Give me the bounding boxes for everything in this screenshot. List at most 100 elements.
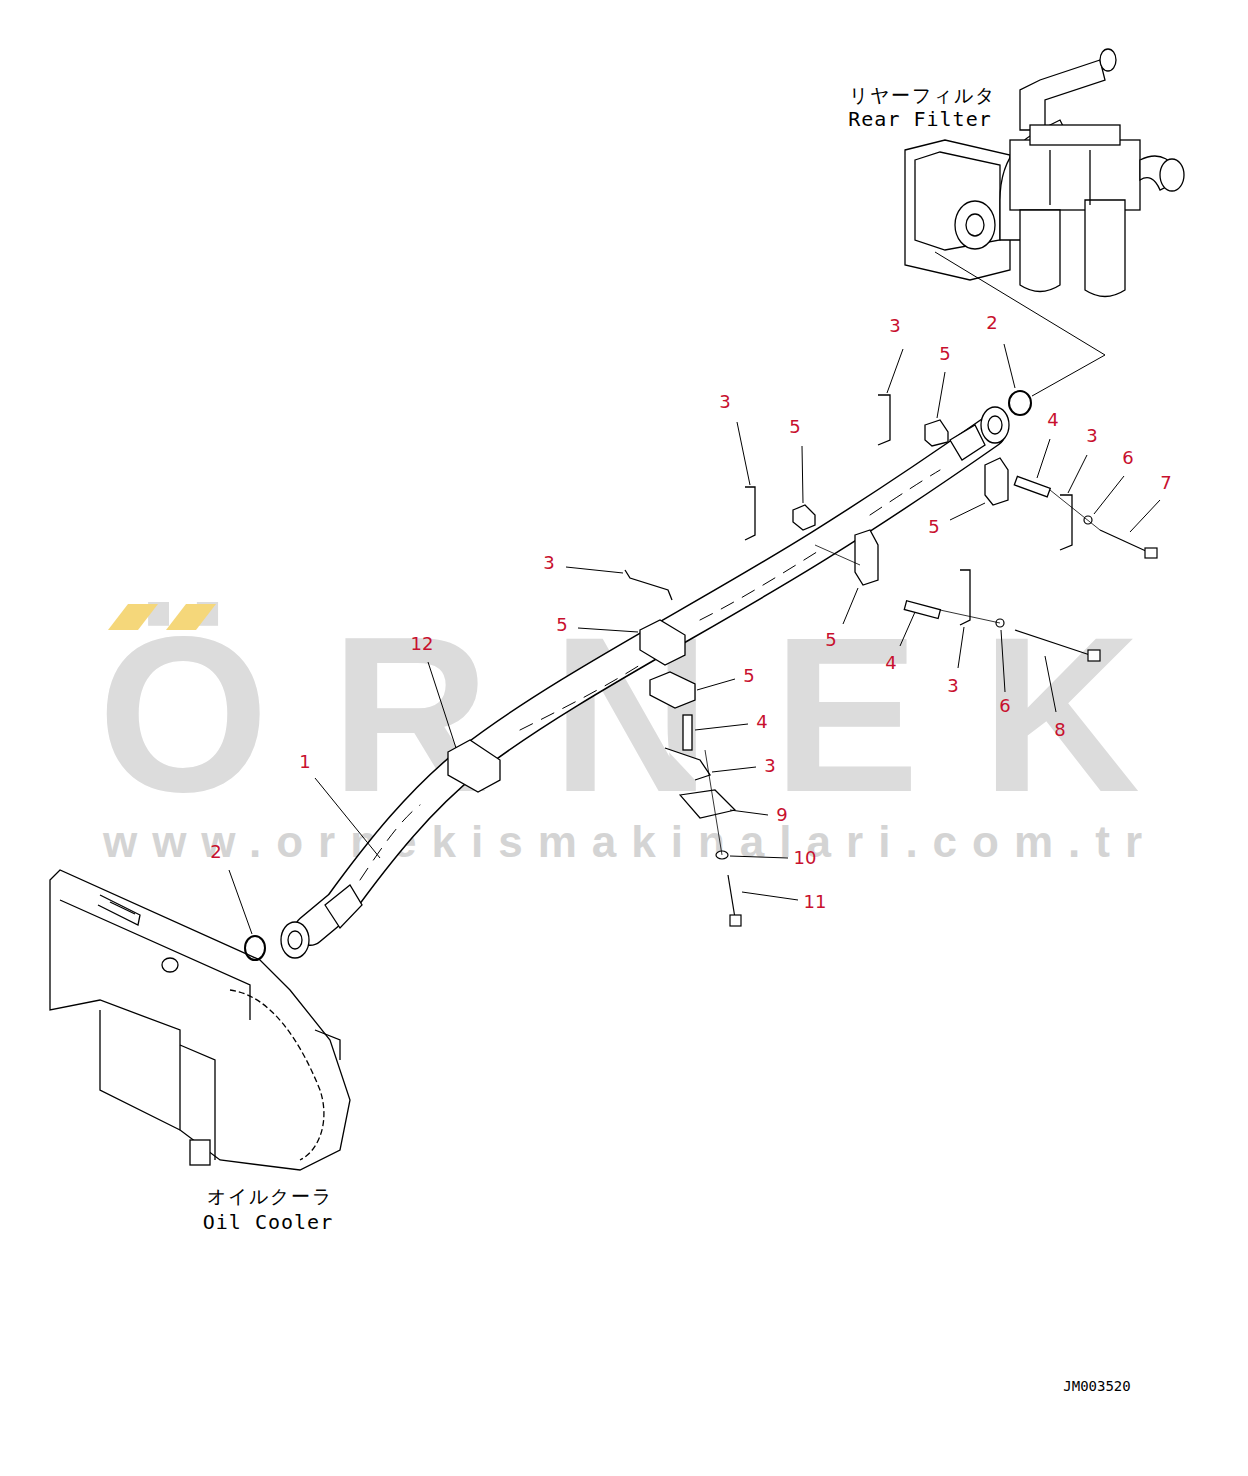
oil-cooler — [100, 1010, 180, 1130]
callout-number: 11 — [804, 893, 827, 911]
leader-line — [935, 252, 1105, 396]
callout-number: 5 — [939, 345, 950, 363]
callout-number: 3 — [889, 317, 900, 335]
callout-number: 6 — [1122, 449, 1133, 467]
rear-filter — [1160, 159, 1184, 191]
callout-number: 4 — [885, 654, 896, 672]
leader-line — [1001, 630, 1005, 692]
oil-cooler — [60, 900, 250, 1020]
leader-line — [1037, 439, 1050, 478]
pins — [1014, 476, 1050, 496]
callout-number: 6 — [999, 697, 1010, 715]
pins — [683, 715, 692, 750]
leader-line — [730, 810, 768, 815]
leader-line — [229, 870, 252, 934]
centre-line — [1050, 490, 1100, 530]
callout-number: 7 — [1160, 474, 1171, 492]
bolts-washers — [1145, 548, 1157, 558]
leader-line — [1004, 344, 1015, 388]
hose-ends — [288, 931, 302, 949]
clamps — [793, 505, 815, 530]
leader-line — [887, 349, 903, 393]
leader-line — [737, 422, 750, 485]
clamps — [985, 458, 1008, 505]
callout-number: 3 — [764, 757, 775, 775]
leader-line — [950, 503, 985, 520]
bolts-washers — [1100, 530, 1148, 552]
leader-line — [1094, 476, 1124, 514]
leader-line — [697, 679, 735, 690]
leader-line — [315, 778, 380, 858]
pins — [683, 476, 1050, 750]
callout-number: 4 — [1047, 411, 1058, 429]
watermark-accent — [166, 604, 216, 630]
brackets — [878, 395, 890, 445]
clamps — [448, 420, 1008, 792]
watermark-accent — [108, 604, 158, 630]
leader-line — [1045, 656, 1056, 712]
leader-line — [935, 252, 1105, 396]
oil-pipe — [310, 432, 990, 930]
oil-cooler — [190, 1140, 210, 1165]
leader-line — [578, 628, 638, 632]
brackets — [625, 570, 672, 600]
oil-pipe — [310, 432, 990, 930]
callout-number: 9 — [776, 806, 787, 824]
oil-pipe — [310, 432, 990, 930]
brackets — [665, 748, 710, 780]
callout-number: 4 — [756, 713, 767, 731]
leader-line — [695, 724, 748, 730]
clamps — [855, 530, 878, 585]
hose-ends — [281, 922, 309, 958]
callout-number: 2 — [986, 314, 997, 332]
oil-cooler — [315, 1030, 340, 1060]
callout-number: 8 — [1054, 721, 1065, 739]
rear-filter — [1020, 60, 1105, 130]
hose-ends — [325, 885, 362, 928]
rear-filter — [1020, 210, 1060, 292]
rear-filter — [1030, 125, 1120, 145]
callout-number: 3 — [947, 677, 958, 695]
part-title: Oil Cooler — [203, 1212, 333, 1232]
bolts-washers — [1015, 630, 1090, 655]
callout-number: 5 — [928, 518, 939, 536]
callout-number: 1 — [299, 753, 310, 771]
callout-number: 3 — [1086, 427, 1097, 445]
rear-filter — [1049, 150, 1050, 205]
leader-line — [1068, 455, 1087, 493]
leader-line — [229, 344, 1160, 934]
o-ring — [245, 936, 265, 960]
bolts-washers — [730, 915, 741, 926]
leader-line — [937, 372, 945, 418]
leader-line — [730, 856, 788, 858]
leader-line — [428, 662, 456, 748]
oil-cooler — [230, 990, 324, 1160]
leader-line — [900, 612, 915, 646]
o-ring — [1009, 391, 1031, 415]
hose-ends — [988, 416, 1002, 434]
hose-ends — [981, 407, 1009, 443]
brackets — [625, 395, 1072, 780]
callout-number: 5 — [789, 418, 800, 436]
part-title: Rear Filter — [848, 109, 991, 129]
part-title: リヤーフィルタ — [849, 86, 996, 105]
clamps — [650, 672, 695, 708]
callout-number: 3 — [543, 554, 554, 572]
centre-line — [705, 750, 722, 855]
rear-filter — [915, 152, 1000, 250]
pins — [904, 601, 940, 619]
brackets — [960, 570, 970, 625]
bolts-washers — [728, 875, 735, 918]
rear-filter — [1089, 150, 1090, 205]
oil-cooler — [110, 902, 135, 914]
part-title: オイルクーラ — [207, 1187, 333, 1206]
leader-line — [958, 627, 964, 668]
oil-cooler — [162, 958, 178, 972]
callout-number: 10 — [794, 849, 817, 867]
centre-line — [705, 490, 1100, 855]
brackets — [745, 487, 755, 540]
leader-line — [742, 892, 798, 900]
oil-pipe — [360, 470, 940, 880]
leader-line — [843, 588, 858, 624]
